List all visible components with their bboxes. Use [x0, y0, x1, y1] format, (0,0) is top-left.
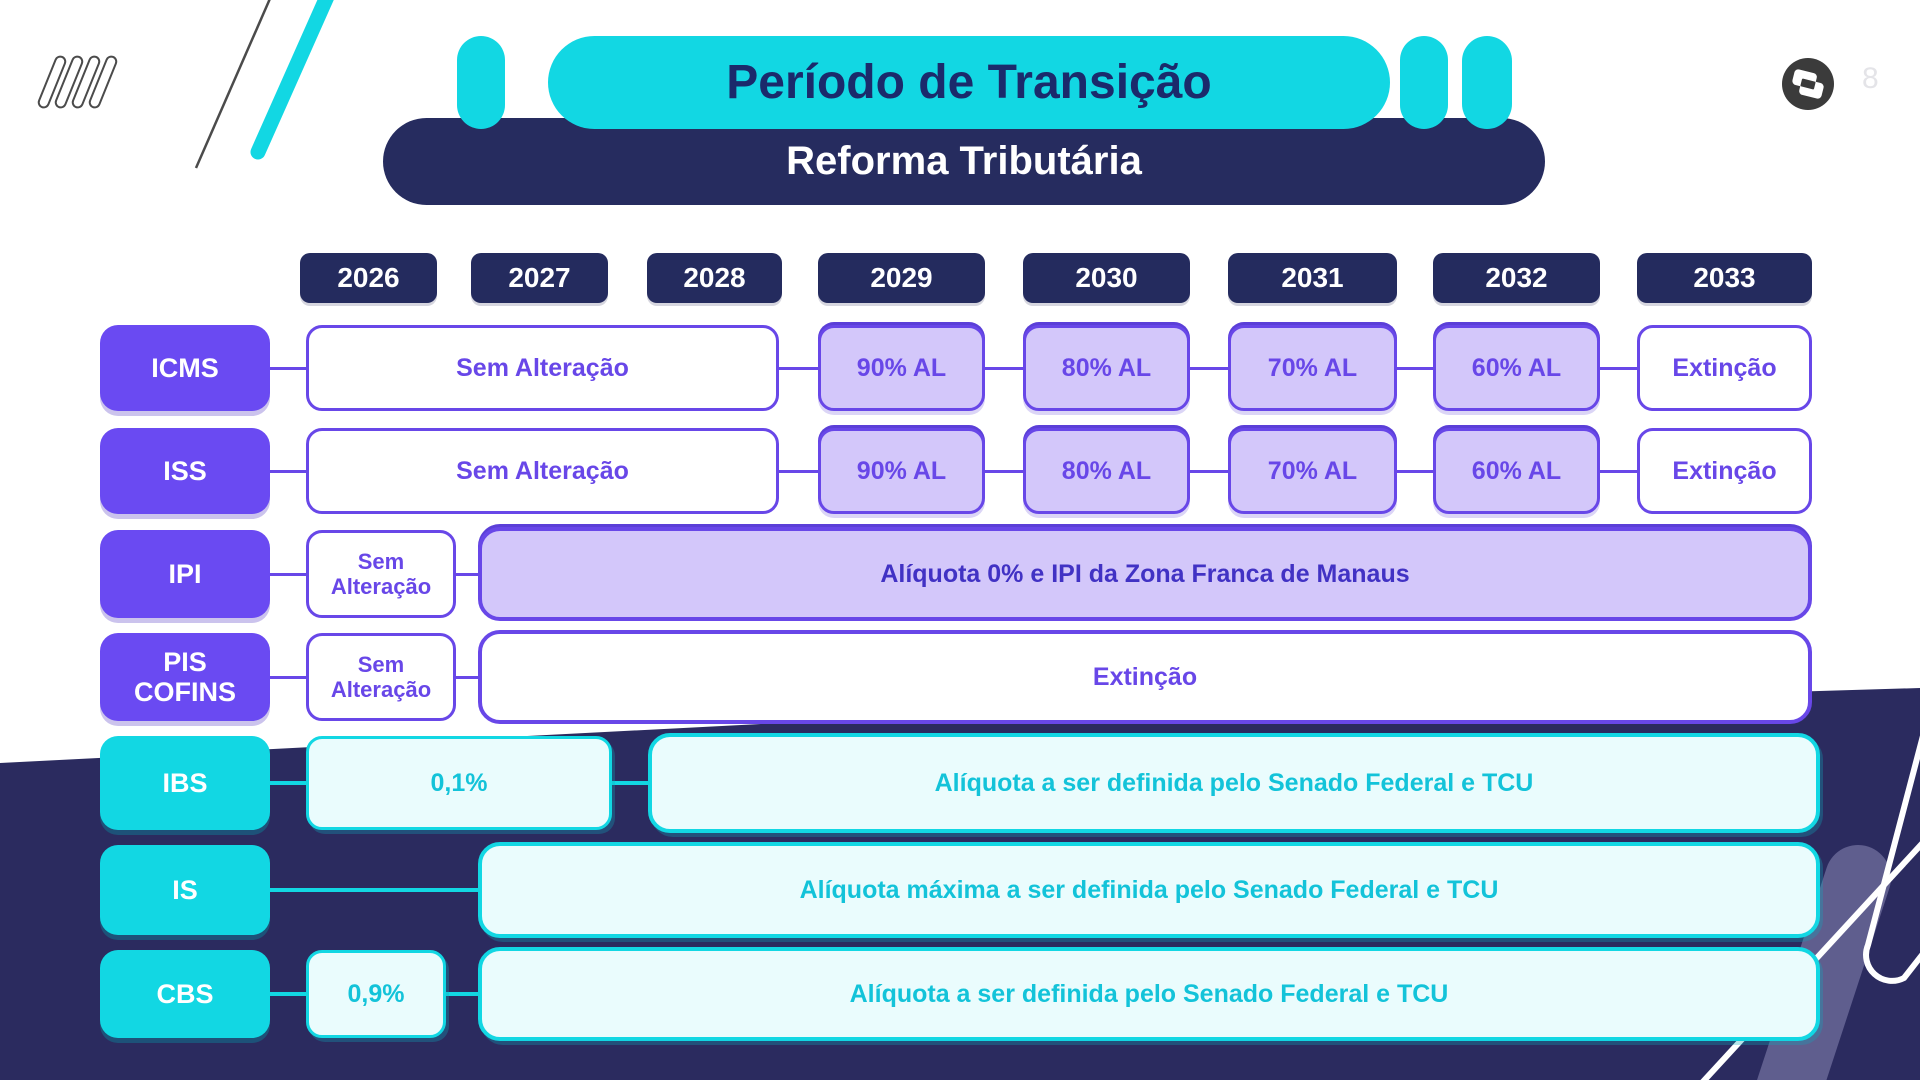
- cyan-pill-decoration: [1462, 36, 1512, 129]
- timeline-segment: 0,1%: [306, 736, 612, 830]
- timeline-segment: 0,9%: [306, 950, 446, 1038]
- year-header-2028: 2028: [647, 253, 782, 303]
- timeline-segment: Sem Alteração: [306, 633, 456, 721]
- row-label-pis-cofins: PIS COFINS: [100, 633, 270, 721]
- timeline-segment: Alíquota a ser definida pelo Senado Fede…: [648, 733, 1820, 833]
- timeline-segment: Sem Alteração: [306, 325, 779, 411]
- year-header-2029: 2029: [818, 253, 985, 303]
- timeline-segment: Alíquota 0% e IPI da Zona Franca de Mana…: [478, 527, 1812, 621]
- timeline-segment: Sem Alteração: [306, 428, 779, 514]
- year-header-2027: 2027: [471, 253, 608, 303]
- row-label-icms: ICMS: [100, 325, 270, 411]
- timeline-segment: Extinção: [478, 630, 1812, 724]
- timeline-segment: Extinção: [1637, 428, 1812, 514]
- timeline-segment: 80% AL: [1023, 428, 1190, 514]
- row-label-ipi: IPI: [100, 530, 270, 618]
- timeline-segment: 90% AL: [818, 325, 985, 411]
- year-header-2032: 2032: [1433, 253, 1600, 303]
- timeline-segment: 70% AL: [1228, 325, 1397, 411]
- year-header-2033: 2033: [1637, 253, 1812, 303]
- timeline-segment: 90% AL: [818, 428, 985, 514]
- row-label-cbs: CBS: [100, 950, 270, 1038]
- subtitle-text: Reforma Tributária: [786, 139, 1142, 183]
- cyan-pill-decoration: [1400, 36, 1448, 129]
- timeline-segment: Alíquota máxima a ser definida pelo Sena…: [478, 842, 1820, 938]
- timeline-segment: 80% AL: [1023, 325, 1190, 411]
- title-banner: Período de Transição: [548, 36, 1390, 129]
- timeline-segment: Alíquota a ser definida pelo Senado Fede…: [478, 947, 1820, 1041]
- timeline-segment: 60% AL: [1433, 325, 1600, 411]
- timeline-segment: 70% AL: [1228, 428, 1397, 514]
- row-label-ibs: IBS: [100, 736, 270, 830]
- row-label-is: IS: [100, 845, 270, 935]
- page-number: 8: [1862, 62, 1879, 95]
- year-header-2031: 2031: [1228, 253, 1397, 303]
- year-header-2026: 2026: [300, 253, 437, 303]
- subtitle-banner: Reforma Tributária: [383, 118, 1545, 205]
- page-title: Período de Transição: [726, 56, 1212, 109]
- timeline-segment: Sem Alteração: [306, 530, 456, 618]
- totvs-logo-icon: [1782, 58, 1834, 110]
- cyan-pill-decoration: [457, 36, 505, 129]
- timeline-segment: 60% AL: [1433, 428, 1600, 514]
- row-label-iss: ISS: [100, 428, 270, 514]
- year-header-2030: 2030: [1023, 253, 1190, 303]
- timeline-segment: Extinção: [1637, 325, 1812, 411]
